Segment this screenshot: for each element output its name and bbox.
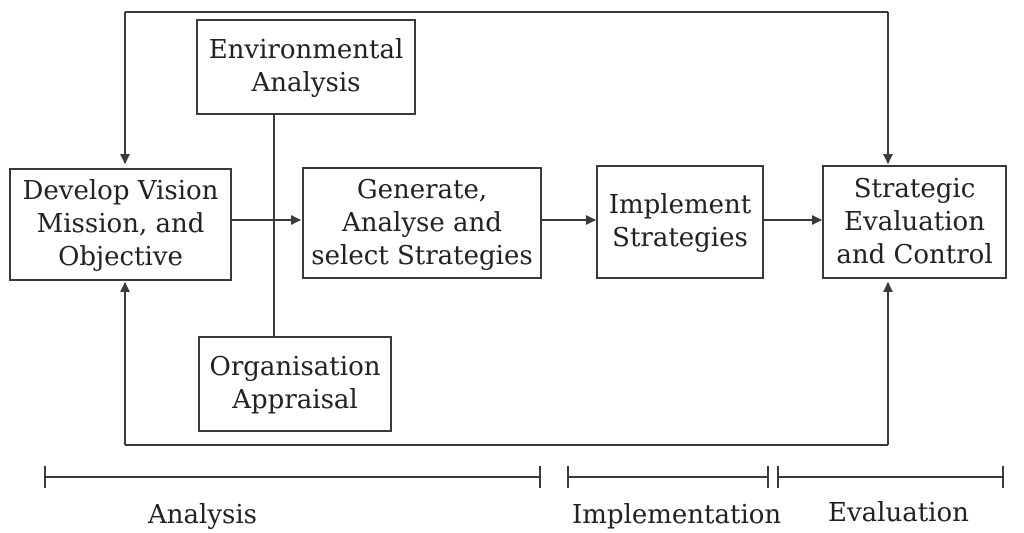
box-label: Develop Vision — [22, 176, 219, 206]
box-label: Analyse and — [342, 207, 502, 238]
box-label: Generate, — [356, 174, 488, 205]
box-label: Analysis — [251, 68, 361, 98]
implement-strategies-box: Implement Strategies — [596, 165, 764, 279]
generate-strategies-box: Generate, Analyse and select Strategies — [302, 167, 542, 279]
phase-label-implementation: Implementation — [572, 500, 782, 530]
develop-vision-box: Develop Vision Mission, and Objective — [9, 168, 232, 281]
box-label: Appraisal — [232, 385, 358, 415]
box-label: Environmental — [208, 35, 404, 65]
box-label: Evaluation — [844, 206, 985, 237]
box-label: Objective — [58, 242, 183, 272]
box-label: select Strategies — [311, 240, 533, 271]
strategic-evaluation-box: Strategic Evaluation and Control — [822, 165, 1007, 279]
environmental-analysis-box: Environmental Analysis — [196, 19, 416, 115]
box-label: and Control — [836, 239, 993, 270]
phase-label-evaluation: Evaluation — [828, 498, 969, 528]
phase-label-analysis: Analysis — [148, 500, 258, 530]
box-label: Organisation — [209, 352, 381, 382]
box-label: Strategic — [853, 173, 976, 204]
box-label: Mission, and — [36, 209, 205, 239]
box-label: Strategies — [612, 223, 748, 253]
box-label: Implement — [608, 190, 752, 220]
organisation-appraisal-box: Organisation Appraisal — [198, 336, 392, 432]
